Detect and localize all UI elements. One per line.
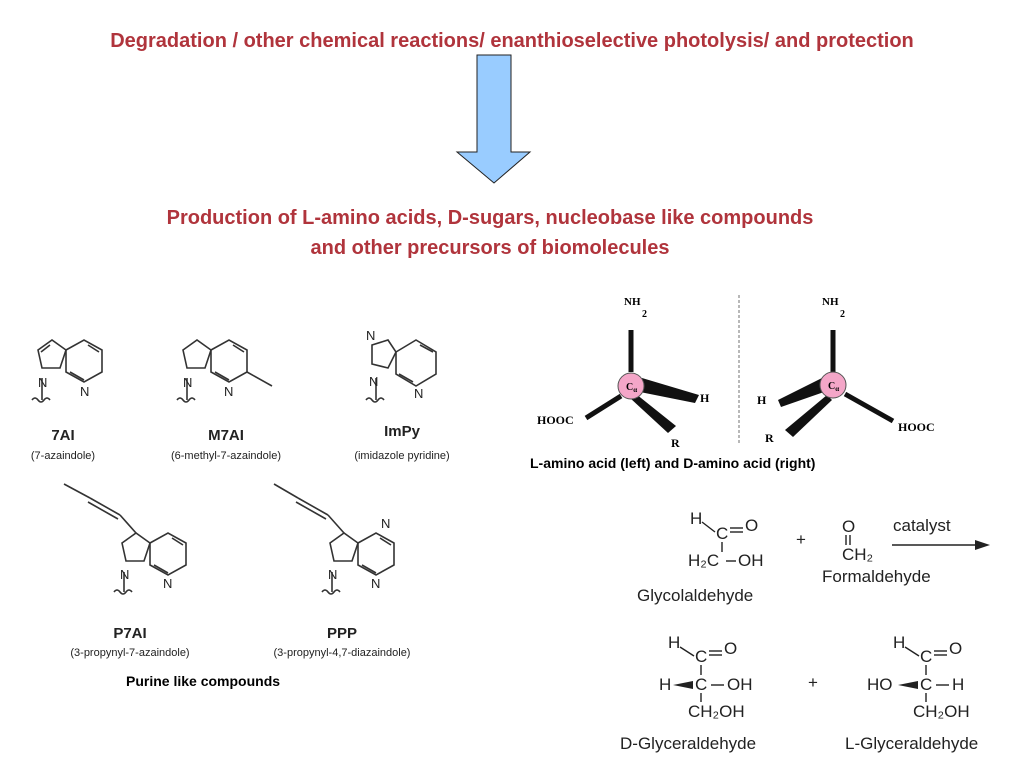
d-amino-acid [778,330,895,437]
atom-n-m7ai-2: N [224,384,233,399]
structure-m7ai [176,339,273,403]
hooc-d: HOOC [898,420,935,434]
d-glyceraldehyde-label: D-Glyceraldehyde [620,734,756,753]
dgly-ch2oh: CH₂OH [688,702,745,721]
middle-heading-line1: Production of L-amino acids, D-sugars, n… [166,207,814,229]
lgly-ho: HO [867,675,893,694]
chiral-center-d [819,371,847,399]
middle-heading-line2: and other precursors of biomolecules [310,237,670,259]
name-7ai: (7-azaindole) [31,450,95,462]
lgly-h2: H [952,675,964,694]
structure-p7ai [63,483,187,595]
lgly-c1: C [920,647,932,666]
atom-n-7ai-2: N [80,384,89,399]
dgly-h: H [668,633,680,652]
label-impy: ImPy [384,423,421,440]
down-arrow [455,54,532,184]
atom-n-ppp-1: N [328,567,337,582]
glycolaldehyde-label: Glycolaldehyde [637,586,753,605]
glyco-h: H [690,509,702,528]
d-wedge [673,681,693,689]
l-amino-acid [584,330,699,433]
name-m7ai: (6-methyl-7-azaindole) [171,450,281,462]
sugar-bonds [679,521,990,702]
structure-impy [365,339,437,403]
dgly-h2: H [659,675,671,694]
label-7ai: 7AI [51,427,74,444]
structure-ppp [273,483,395,595]
r-d: R [765,431,774,445]
h-l: H [700,391,710,405]
atom-n-p7ai-2: N [163,576,172,591]
c-alpha-l: Cα [626,382,637,394]
label-p7ai: P7AI [113,625,146,642]
atom-n-impy-3: N [414,386,423,401]
dgly-c2: C [695,675,707,694]
atom-n-impy-2: N [369,374,378,389]
amino-acid-caption: L-amino acid (left) and D-amino acid (ri… [530,455,816,471]
nh2-l: NH [624,296,641,308]
dgly-o: O [724,639,737,658]
plus-1: + [796,530,806,549]
label-ppp: PPP [327,625,357,642]
atom-n-7ai-1: N [38,375,47,390]
purine-caption: Purine like compounds [126,673,281,689]
name-p7ai: (3-propynyl-7-azaindole) [70,647,189,659]
top-heading: Degradation / other chemical reactions/ … [110,30,914,52]
r-l: R [671,436,680,450]
glyco-h2c: H₂C [688,551,719,570]
atom-n-ppp-2: N [371,576,380,591]
formal-ch2: CH₂ [842,545,873,564]
structure-7ai [31,339,103,403]
h-d: H [757,393,767,407]
name-impy: (imidazole pyridine) [354,450,449,462]
lgly-c2: C [920,675,932,694]
lgly-h: H [893,633,905,652]
c-alpha-d: Cα [828,381,839,393]
formal-o: O [842,517,855,536]
formaldehyde-label: Formaldehyde [822,567,931,586]
glyco-oh: OH [738,551,764,570]
name-ppp: (3-propynyl-4,7-diazaindole) [274,647,411,659]
hooc-l: HOOC [537,413,574,427]
label-m7ai: M7AI [208,427,244,444]
atom-n-impy-1: N [366,328,375,343]
chiral-center-l [617,372,645,400]
l-wedge [898,681,918,689]
atom-n-m7ai-1: N [183,375,192,390]
plus-2: + [808,673,818,692]
lgly-o: O [949,639,962,658]
nh2-l-sub: 2 [642,309,647,320]
dgly-c1: C [695,647,707,666]
catalyst-label: catalyst [893,516,951,535]
lgly-ch2oh: CH₂OH [913,702,970,721]
nh2-d: NH [822,296,839,308]
atom-n-ppp-3: N [381,516,390,531]
nh2-d-sub: 2 [840,309,845,320]
glyco-o: O [745,516,758,535]
atom-n-p7ai-1: N [120,567,129,582]
dgly-oh: OH [727,675,753,694]
middle-heading: Production of L-amino acids, D-sugars, n… [30,203,950,263]
glyco-c1: C [716,524,728,543]
l-glyceraldehyde-label: L-Glyceraldehyde [845,734,978,753]
